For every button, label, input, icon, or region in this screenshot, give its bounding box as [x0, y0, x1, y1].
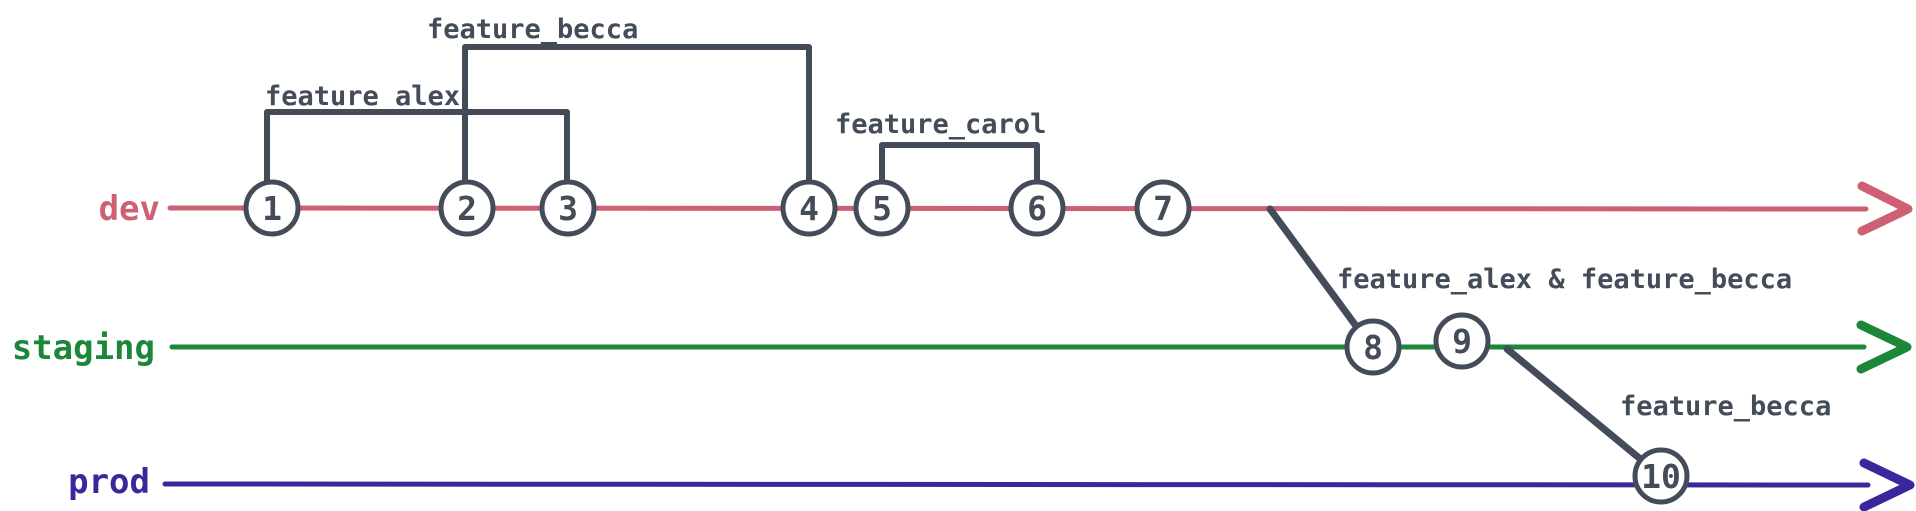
commit-circle-2 — [438, 179, 496, 237]
feature-becca-bracket — [462, 44, 812, 188]
commit-node-2: 2 — [438, 179, 496, 237]
merge-label-staging-to-prod: feature_becca — [1620, 391, 1831, 422]
commit-circle-7 — [1134, 179, 1192, 237]
commit-label-8: 8 — [1363, 328, 1383, 367]
feature-alex-label: feature_alex — [265, 81, 460, 112]
commit-label-3: 3 — [558, 189, 578, 228]
commit-label-4: 4 — [799, 189, 819, 228]
staging-arrowhead-icon — [1856, 320, 1912, 374]
commit-node-9: 9 — [1433, 312, 1491, 370]
prod-branch-line — [162, 481, 1871, 488]
commit-circle-9 — [1433, 312, 1491, 370]
feature-carol-bracket — [879, 142, 1040, 188]
commit-label-6: 6 — [1027, 189, 1047, 228]
prod-arrowhead-icon — [1859, 458, 1915, 511]
merge-line-dev-to-staging — [1266, 205, 1363, 334]
feature-alex-bracket — [264, 109, 570, 188]
commit-label-2: 2 — [457, 189, 477, 228]
merge-label-dev-to-staging: feature_alex & feature_becca — [1337, 264, 1792, 295]
commit-node-5: 5 — [853, 179, 911, 237]
commit-circle-6 — [1008, 179, 1066, 237]
commit-label-5: 5 — [872, 189, 892, 228]
feature-becca-label: feature_becca — [427, 14, 638, 45]
commit-circle-3 — [539, 179, 597, 237]
commit-node-8: 8 — [1344, 318, 1402, 376]
commit-label-10: 10 — [1641, 457, 1681, 496]
feature-carol-label: feature_carol — [835, 109, 1046, 140]
commit-label-1: 1 — [262, 189, 282, 228]
commit-node-6: 6 — [1008, 179, 1066, 237]
commit-circle-8 — [1344, 318, 1402, 376]
commit-node-3: 3 — [539, 179, 597, 237]
prod-branch-label: prod — [68, 462, 150, 502]
commit-label-9: 9 — [1452, 322, 1472, 361]
merge-line-staging-to-prod — [1503, 345, 1648, 466]
commit-circle-1 — [243, 179, 301, 237]
commit-node-7: 7 — [1134, 179, 1192, 237]
commit-label-7: 7 — [1153, 189, 1173, 228]
commit-circle-4 — [780, 179, 838, 237]
dev-arrowhead-icon — [1857, 181, 1913, 236]
commit-node-4: 4 — [780, 179, 838, 237]
commit-circle-5 — [853, 179, 911, 237]
commit-node-10: 10 — [1632, 447, 1690, 505]
commit-circle-10 — [1632, 447, 1690, 505]
staging-branch-label: staging — [12, 328, 155, 368]
commit-node-1: 1 — [243, 179, 301, 237]
dev-branch-label: dev — [99, 189, 160, 229]
